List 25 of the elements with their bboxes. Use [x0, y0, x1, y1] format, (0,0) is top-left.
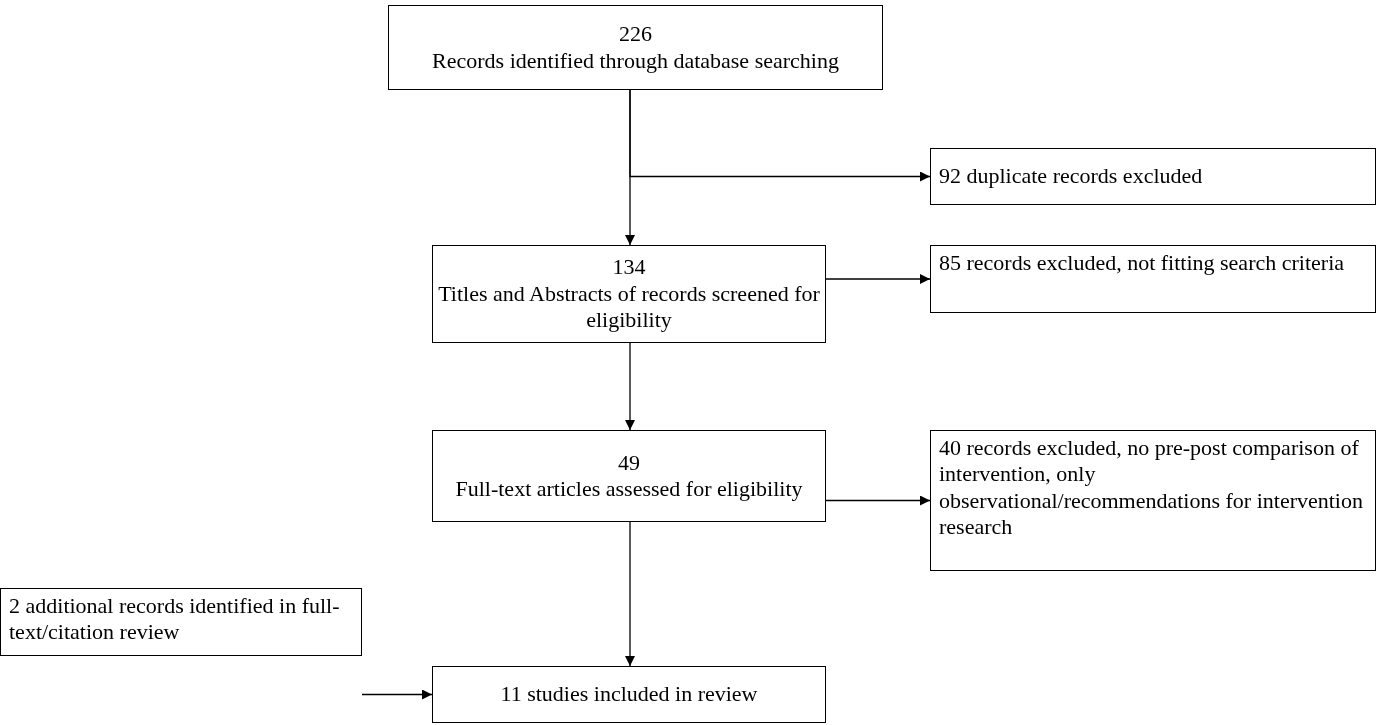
process-box: [930, 148, 1376, 205]
box-text: Titles and Abstracts of records screened for eligibility: [437, 280, 821, 334]
process-box: [930, 245, 1376, 313]
process-box: [432, 666, 826, 723]
process-box: [0, 588, 362, 656]
arrow: [361, 689, 433, 700]
box-text: Full-text articles assessed for eligibility: [455, 476, 803, 503]
box-text: Records identified through database searching: [432, 47, 839, 74]
count-number: 134: [612, 254, 646, 281]
box-text: 11 studies included in review: [500, 681, 758, 708]
count-number: 49: [618, 449, 640, 476]
count-number: 226: [619, 21, 652, 48]
process-box: [432, 430, 826, 522]
box-text: 92 duplicate records excluded: [939, 163, 1203, 190]
process-box: [432, 245, 826, 343]
arrow: [629, 89, 931, 182]
box-text: 2 additional records identified in full-text/citation review: [9, 593, 341, 646]
arrow: [825, 274, 931, 284]
process-box: [388, 5, 883, 90]
box-text: 40 records excluded, no pre-post comparison of intervention, only observational/recommendations for intervention research: [939, 435, 1364, 541]
process-box: [930, 430, 1376, 571]
arrow: [625, 342, 635, 431]
arrow: [825, 495, 931, 506]
box-text: 85 records excluded, not fitting search criteria: [939, 250, 1344, 277]
arrow: [625, 521, 635, 667]
